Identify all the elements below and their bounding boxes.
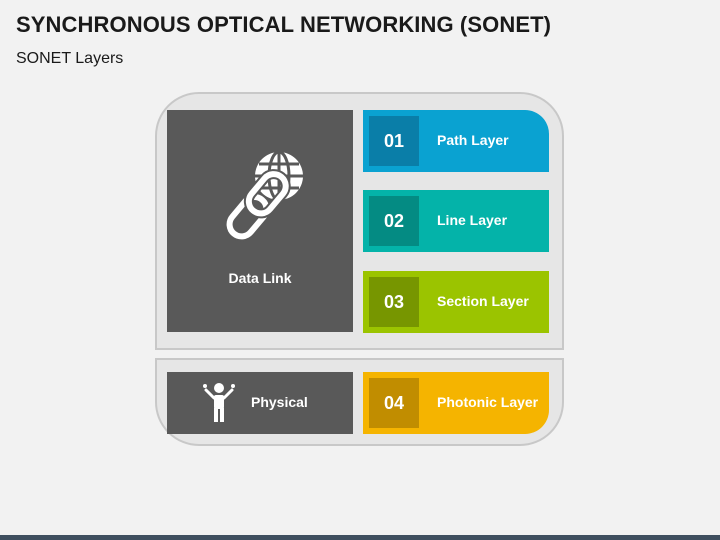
layer-number: 04 — [369, 378, 419, 428]
physical-label: Physical — [251, 394, 308, 410]
footer-bar — [0, 535, 720, 540]
person-icon — [203, 382, 235, 429]
layer-number: 03 — [369, 277, 419, 327]
layer-line: 02 Line Layer — [363, 190, 549, 252]
layer-path: 01 Path Layer — [363, 110, 549, 172]
layer-number: 01 — [369, 116, 419, 166]
slide-subtitle: SONET Layers — [16, 50, 124, 67]
layer-photonic: 04 Photonic Layer — [363, 372, 549, 434]
physical-box: Physical — [167, 372, 353, 434]
layer-number: 02 — [369, 196, 419, 246]
layer-section: 03 Section Layer — [363, 271, 549, 333]
layer-name: Photonic Layer — [437, 394, 539, 410]
data-link-box: Data Link — [167, 110, 353, 332]
globe-link-icon — [211, 148, 311, 253]
layer-name: Path Layer — [437, 132, 509, 148]
layer-name: Line Layer — [437, 212, 508, 228]
layer-name: Section Layer — [437, 293, 529, 309]
data-link-label: Data Link — [228, 270, 292, 286]
slide-title: SYNCHRONOUS OPTICAL NETWORKING (SONET) — [16, 12, 552, 37]
